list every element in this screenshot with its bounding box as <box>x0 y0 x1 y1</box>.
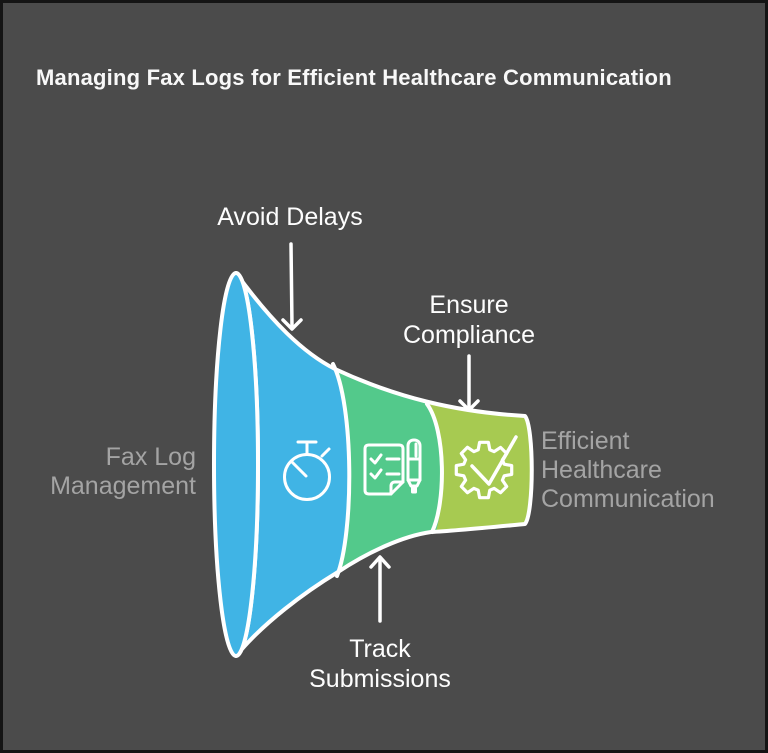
callout-track-submissions: Track Submissions <box>309 635 451 693</box>
output-label-efficient-healthcare-communication: Efficient Healthcare Communication <box>541 427 715 513</box>
stopwatch-icon <box>283 440 331 501</box>
funnel-stage-lime <box>426 399 532 539</box>
page-title: Managing Fax Logs for Efficient Healthca… <box>36 65 672 90</box>
stage-divider-green-lime <box>425 402 444 534</box>
input-label-fax-log-management: Fax Log Management <box>50 443 196 500</box>
ensure-compliance-arrow <box>458 354 480 412</box>
track-submissions-arrow <box>369 555 391 623</box>
avoid-delays-arrow <box>281 242 303 331</box>
funnel-stage-green <box>332 355 443 585</box>
funnel-diagram <box>212 242 534 658</box>
gear-check-icon <box>454 435 518 500</box>
funnel-mouth <box>212 271 260 658</box>
callout-avoid-delays: Avoid Delays <box>217 203 363 231</box>
callout-ensure-compliance: Ensure Compliance <box>402 291 535 349</box>
stage-divider-blue-green <box>331 362 352 578</box>
checklist-pen-icon <box>363 438 422 496</box>
